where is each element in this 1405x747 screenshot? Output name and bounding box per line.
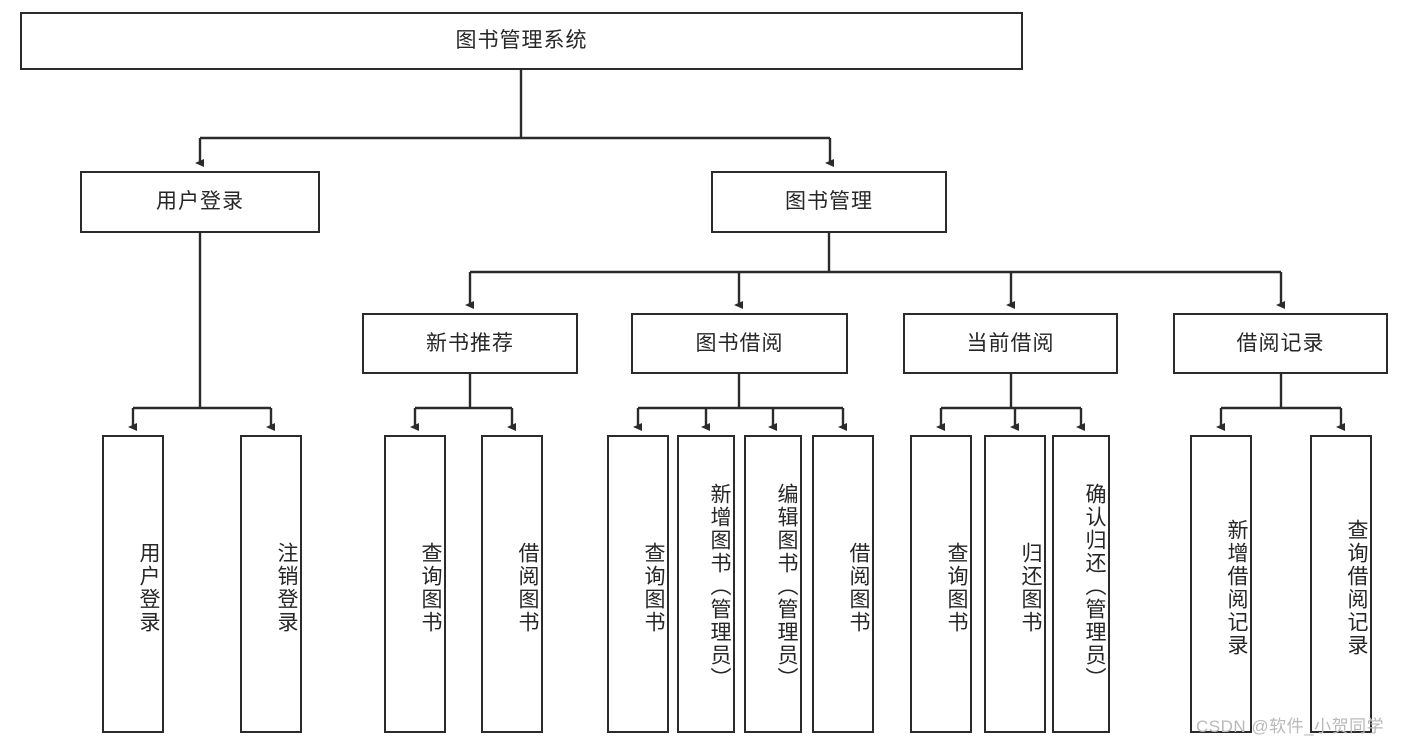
leaf-query-book-current[interactable]: 查询图书 xyxy=(910,435,972,733)
leaf-borrow-book[interactable]: 借阅图书 xyxy=(812,435,874,733)
node-book-borrow[interactable]: 图书借阅 xyxy=(631,313,848,374)
node-borrow-record[interactable]: 借阅记录 xyxy=(1173,313,1388,374)
leaf-query-book-borrow[interactable]: 查询图书 xyxy=(607,435,669,733)
node-current-borrow[interactable]: 当前借阅 xyxy=(903,313,1118,374)
leaf-add-book-admin[interactable]: 新增图书（管理员） xyxy=(677,435,735,733)
node-new-book-recommend[interactable]: 新书推荐 xyxy=(362,313,578,374)
node-book-management[interactable]: 图书管理 xyxy=(711,171,947,233)
leaf-return-book[interactable]: 归还图书 xyxy=(984,435,1046,733)
leaf-user-login[interactable]: 用户登录 xyxy=(102,435,164,733)
leaf-logout[interactable]: 注销登录 xyxy=(240,435,302,733)
leaf-borrow-book-recommend[interactable]: 借阅图书 xyxy=(481,435,543,733)
node-user-login[interactable]: 用户登录 xyxy=(80,171,320,233)
leaf-add-borrow-record[interactable]: 新增借阅记录 xyxy=(1190,435,1252,733)
csdn-watermark: CSDN @软件_小贺同学 xyxy=(1196,717,1385,736)
leaf-edit-book-admin[interactable]: 编辑图书（管理员） xyxy=(744,435,802,733)
leaf-query-borrow-record[interactable]: 查询借阅记录 xyxy=(1310,435,1372,733)
leaf-query-book-recommend[interactable]: 查询图书 xyxy=(384,435,446,733)
node-root[interactable]: 图书管理系统 xyxy=(20,12,1023,70)
leaf-confirm-return-admin[interactable]: 确认归还（管理员） xyxy=(1052,435,1110,733)
